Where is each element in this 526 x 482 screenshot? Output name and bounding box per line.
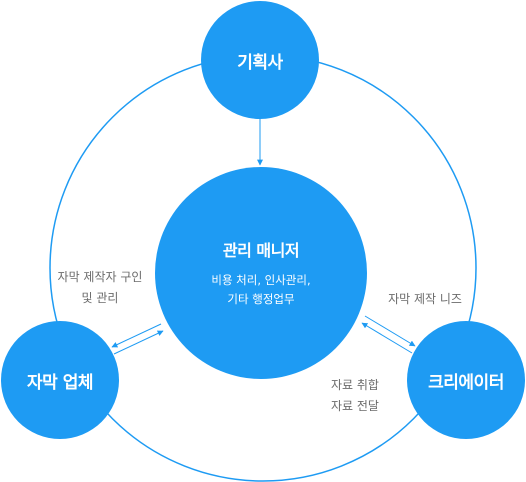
edge-label-vendor-creator-line1: 자료 취합	[331, 378, 379, 392]
arrow-manager-to-creator	[364, 315, 416, 347]
node-creator-label: 크리에이터	[428, 372, 504, 393]
node-planner: 기획사	[201, 1, 319, 119]
node-subtitle-vendor-label: 자막 업체	[27, 372, 93, 393]
edge-label-manager-creator: 자막 제작 니즈	[375, 289, 475, 310]
node-creator: 크리에이터	[407, 321, 525, 439]
node-manager-desc-line2: 기타 행정업무	[227, 292, 295, 306]
node-manager-desc-line1: 비용 처리, 인사관리,	[211, 273, 311, 287]
edge-label-vendor-creator-line2: 자료 전달	[331, 399, 379, 413]
node-planner-label: 기획사	[237, 52, 283, 73]
node-subtitle-vendor: 자막 업체	[1, 321, 119, 439]
edge-label-vendor-creator: 자료 취합 자료 전달	[320, 375, 390, 417]
edge-label-manager-vendor-line1: 자막 제작자 구인	[57, 270, 143, 284]
node-manager-title: 관리 매니저	[222, 241, 300, 260]
arrow-manager-to-vendor	[111, 323, 162, 348]
edge-label-manager-vendor-line2: 및 관리	[81, 291, 119, 305]
arrow-creator-to-manager	[361, 322, 413, 354]
edge-label-manager-vendor: 자막 제작자 구인 및 관리	[50, 267, 150, 309]
node-manager: 관리 매니저 비용 처리, 인사관리, 기타 행정업무	[155, 167, 367, 379]
arrow-vendor-to-manager	[113, 330, 164, 355]
edge-label-manager-creator-line1: 자막 제작 니즈	[388, 292, 462, 306]
